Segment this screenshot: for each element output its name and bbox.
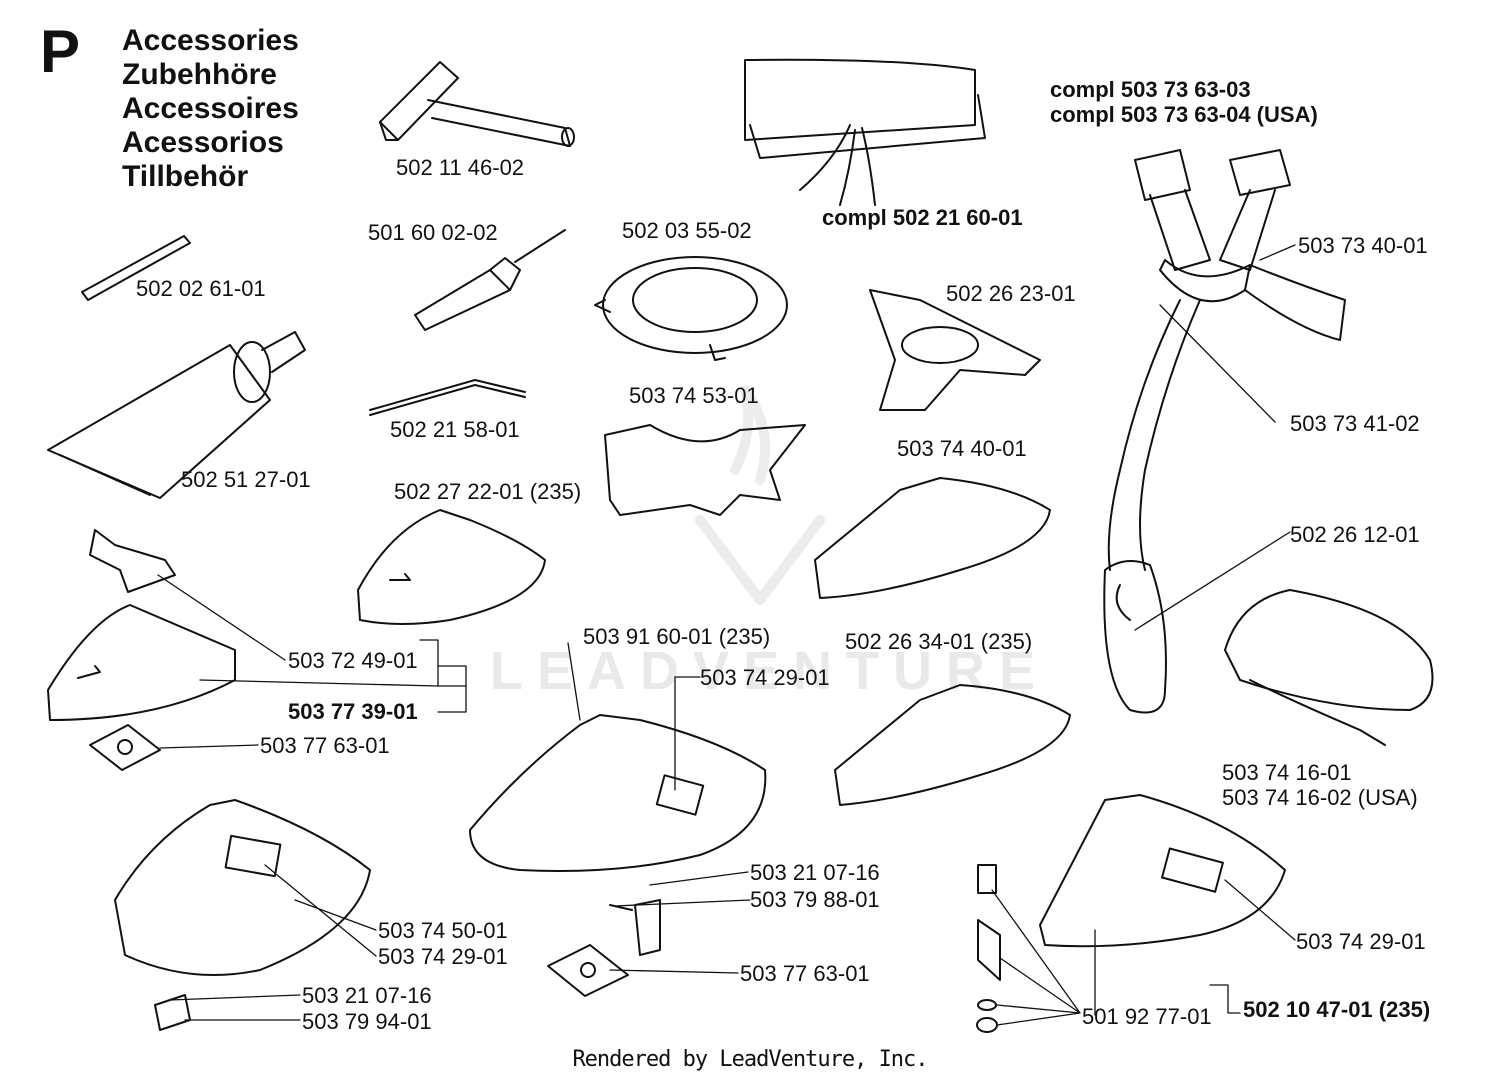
part-label: 503 74 50-01 — [378, 918, 508, 943]
harness — [1103, 149, 1346, 714]
watermark-logo — [695, 385, 825, 605]
title-fr: Accessoires — [122, 92, 299, 125]
guard-502-27-22-01 — [357, 509, 546, 625]
part-label: 503 73 40-01 — [1298, 233, 1428, 258]
rod — [81, 235, 191, 301]
title-en: Accessories — [122, 24, 299, 57]
footer-credit: Rendered by LeadVenture, Inc. — [572, 1047, 928, 1072]
part-label: 502 51 27-01 — [181, 467, 311, 492]
part-label: 503 74 29-01 — [1296, 929, 1426, 954]
title-sv: Tillbehör — [122, 160, 249, 193]
part-label: 502 26 34-01 (235) — [845, 629, 1033, 654]
guard-503-74-53-01 — [604, 424, 806, 516]
guard-502-26-34-01 — [834, 684, 1071, 806]
part-label: 502 26 12-01 — [1290, 522, 1420, 547]
grease-tube — [47, 331, 306, 499]
leader-lines — [157, 244, 1296, 1026]
part-label: 503 74 40-01 — [897, 436, 1027, 461]
part-label: compl 503 73 63-03 — [1050, 77, 1251, 102]
part-label: 503 74 16-01 — [1222, 760, 1352, 785]
part-label: 502 27 22-01 (235) — [394, 479, 582, 504]
section-titles: Accessories Zubehhöre Accessoires Acesso… — [122, 24, 299, 194]
part-label: 503 77 63-01 — [260, 733, 390, 758]
hex-key — [369, 379, 526, 416]
guard-503-91-60-01 — [469, 714, 767, 872]
part-label: 501 92 77-01 — [1082, 1004, 1212, 1029]
part-label: compl 502 21 60-01 — [822, 205, 1023, 230]
part-label: 503 79 88-01 — [750, 887, 880, 912]
spark-plug-wrench — [379, 61, 575, 147]
part-label: 503 77 63-01 — [740, 961, 870, 986]
part-label: 501 60 02-02 — [368, 220, 498, 245]
part-label: 502 11 46-02 — [396, 155, 525, 180]
part-label: 503 74 29-01 — [378, 944, 508, 969]
part-label: 503 21 07-16 — [750, 860, 880, 885]
part-label: 503 21 07-16 — [302, 983, 432, 1008]
spring-ring — [594, 256, 788, 361]
title-pt: Acessorios — [122, 126, 284, 159]
part-label: 502 03 55-02 — [622, 218, 752, 243]
part-label: compl 503 73 63-04 (USA) — [1050, 102, 1318, 127]
part-label: 503 72 49-01 — [288, 648, 418, 673]
part-label: 503 74 29-01 — [700, 665, 830, 690]
part-label: 503 91 60-01 (235) — [583, 624, 771, 649]
section-letter: P — [40, 18, 81, 85]
part-label: 503 73 41-02 — [1290, 411, 1420, 436]
guard-502-10-47-01 — [1039, 794, 1286, 948]
title-de: Zubehhöre — [122, 58, 277, 91]
small-parts — [89, 724, 1001, 1033]
trimmer-bag — [744, 58, 986, 206]
guard-503-74-50-01 — [114, 799, 371, 976]
part-label: 502 26 23-01 — [946, 281, 1076, 306]
screwdriver — [414, 229, 566, 331]
part-label: 503 74 53-01 — [629, 383, 759, 408]
part-label: 503 74 16-02 (USA) — [1222, 785, 1418, 810]
guard-502-26-23-01 — [869, 289, 1041, 411]
guard-503-74-40-01 — [814, 477, 1051, 599]
part-label: 502 21 58-01 — [390, 417, 520, 442]
part-label: 502 10 47-01 (235) — [1243, 997, 1431, 1022]
part-label: 503 79 94-01 — [302, 1009, 432, 1034]
trimmer-guard-503-77-39-01 — [47, 529, 236, 721]
part-label: 502 02 61-01 — [136, 276, 266, 301]
part-label: 503 77 39-01 — [288, 699, 418, 724]
support-belt — [1224, 589, 1434, 746]
